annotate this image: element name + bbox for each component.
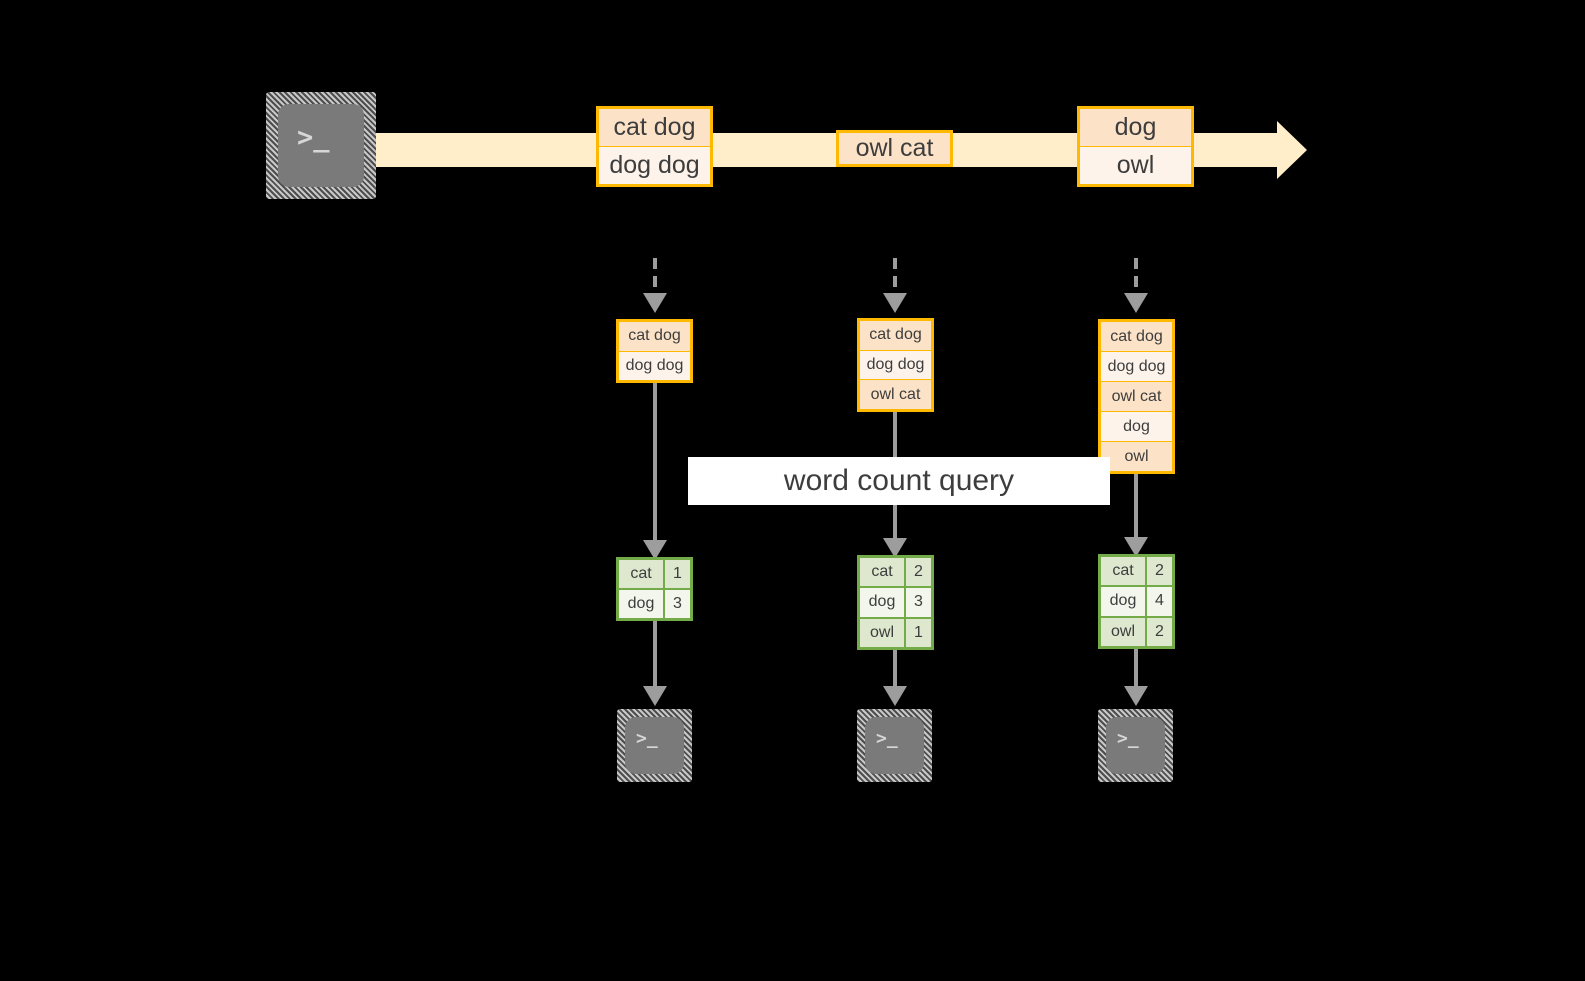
snapshot-tap-arrow-head: [883, 293, 907, 313]
snapshot-log-line: dog: [1101, 412, 1172, 442]
result-count-cell: 1: [665, 560, 690, 588]
snapshot-log-line: dog dog: [619, 351, 690, 380]
table-row: cat 2: [860, 558, 931, 589]
table-row: dog 3: [860, 588, 931, 619]
terminal-prompt-glyph: >_: [876, 728, 898, 749]
snapshot-log-line: dog dog: [1101, 352, 1172, 382]
query-connector-arrow-head: [1124, 537, 1148, 557]
result-sink-line: [893, 650, 897, 689]
snapshot-log-box[interactable]: cat dog dog dog owl cat: [857, 318, 934, 412]
terminal-face: [865, 717, 924, 774]
sink-terminal-icon[interactable]: >_: [1098, 709, 1173, 782]
stream-event-box[interactable]: cat dog dog dog: [596, 106, 713, 187]
snapshot-log-line: dog dog: [860, 350, 931, 381]
result-count-cell: 2: [1147, 557, 1172, 586]
table-row: dog 3: [619, 590, 690, 618]
result-count-cell: 2: [906, 558, 931, 587]
result-sink-arrow-head: [1124, 686, 1148, 706]
result-table[interactable]: cat 1 dog 3: [616, 557, 693, 621]
query-connector-line: [1134, 474, 1138, 548]
terminal-prompt-glyph: >_: [1117, 728, 1139, 749]
table-row: cat 1: [619, 560, 690, 590]
terminal-face: [278, 104, 364, 187]
stream-event-box[interactable]: owl cat: [836, 130, 953, 167]
result-count-cell: 2: [1147, 617, 1172, 646]
table-row: owl 2: [1101, 617, 1172, 646]
stream-event-line: cat dog: [599, 109, 710, 147]
result-word-cell: dog: [619, 590, 665, 618]
snapshot-log-line: cat dog: [860, 321, 931, 351]
result-count-cell: 3: [665, 590, 690, 618]
terminal-prompt-glyph: >_: [636, 728, 658, 749]
query-connector-arrow-head: [883, 538, 907, 558]
result-word-cell: dog: [860, 588, 906, 617]
result-word-cell: cat: [1101, 557, 1147, 586]
result-word-cell: owl: [1101, 617, 1147, 646]
terminal-face: [625, 717, 684, 774]
table-row: owl 1: [860, 618, 931, 647]
result-sink-line: [653, 621, 657, 689]
snapshot-log-line: cat dog: [619, 322, 690, 352]
result-count-cell: 3: [906, 588, 931, 617]
sink-terminal-icon[interactable]: >_: [857, 709, 932, 782]
result-sink-arrow-head: [883, 686, 907, 706]
source-terminal-icon[interactable]: >_: [266, 92, 376, 199]
result-table[interactable]: cat 2 dog 4 owl 2: [1098, 554, 1175, 649]
result-table[interactable]: cat 2 dog 3 owl 1: [857, 555, 934, 650]
snapshot-log-line: owl: [1101, 442, 1172, 471]
snapshot-log-line: cat dog: [1101, 322, 1172, 352]
stream-flow-arrow-head: [1277, 121, 1307, 179]
terminal-face: [1106, 717, 1165, 774]
snapshot-tap-dashed-line: [653, 258, 657, 294]
snapshot-log-line: owl cat: [1101, 382, 1172, 412]
result-count-cell: 4: [1147, 587, 1172, 616]
snapshot-tap-dashed-line: [1134, 258, 1138, 294]
snapshot-tap-arrow-head: [643, 293, 667, 313]
result-count-cell: 1: [906, 618, 931, 647]
result-sink-line: [1134, 649, 1138, 689]
table-row: cat 2: [1101, 557, 1172, 588]
snapshot-log-line: owl cat: [860, 380, 931, 410]
snapshot-log-box[interactable]: cat dog dog dog: [616, 319, 693, 383]
stream-event-line: owl: [1080, 147, 1191, 184]
query-connector-arrow-head: [643, 540, 667, 560]
snapshot-tap-dashed-line: [893, 258, 897, 294]
stream-event-line: owl cat: [839, 133, 950, 164]
stream-event-line: dog: [1080, 109, 1191, 147]
stream-event-line: dog dog: [599, 147, 710, 184]
table-row: dog 4: [1101, 587, 1172, 618]
sink-terminal-icon[interactable]: >_: [617, 709, 692, 782]
result-word-cell: owl: [860, 618, 906, 647]
stream-event-box[interactable]: dog owl: [1077, 106, 1194, 187]
snapshot-tap-arrow-head: [1124, 293, 1148, 313]
query-label: word count query: [688, 457, 1110, 505]
result-word-cell: cat: [619, 560, 665, 588]
query-connector-line: [653, 383, 657, 550]
result-word-cell: cat: [860, 558, 906, 587]
result-sink-arrow-head: [643, 686, 667, 706]
result-word-cell: dog: [1101, 587, 1147, 616]
terminal-prompt-glyph: >_: [297, 122, 330, 153]
snapshot-log-box[interactable]: cat dog dog dog owl cat dog owl: [1098, 319, 1175, 474]
